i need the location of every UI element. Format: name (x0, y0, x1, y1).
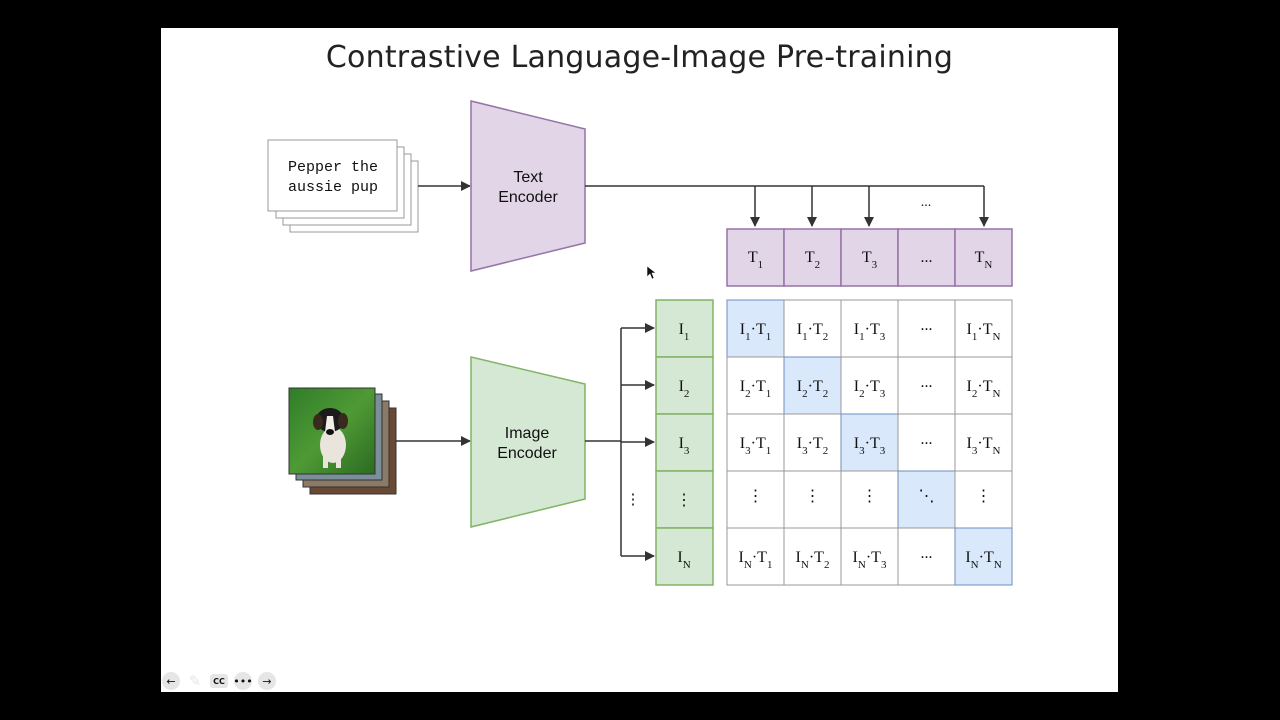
matrix-cell (840, 527, 899, 586)
matrix-cell-label: IN·T1 (739, 549, 773, 571)
image-embedding-cell (655, 299, 714, 358)
text-encoder-label-line2: Encoder (498, 189, 558, 206)
text-input-line2: aussie pup (288, 179, 378, 196)
text-embedding-label: ... (921, 249, 933, 266)
similarity-matrix: I1·T1 I1·T2 I1·T3... I1·TN I2·T1 I2·T2 I2·T3..… (726, 299, 1013, 586)
text-encoder: Text Encoder (470, 100, 586, 272)
matrix-cell-label: IN·TN (965, 549, 1001, 571)
image-embedding-cell (655, 356, 714, 415)
matrix-cell-label: I1·T1 (740, 321, 771, 343)
image-embedding-cell (655, 470, 714, 529)
text-embedding-cell (954, 228, 1013, 287)
matrix-horizontal-ellipsis: ... (921, 317, 933, 334)
matrix-cell (954, 470, 1013, 529)
more-icon[interactable]: ••• (233, 672, 253, 690)
matrix-cell-diagonal (954, 527, 1013, 586)
matrix-cell (783, 527, 842, 586)
side-ellipsis: ⋮ (626, 492, 641, 508)
text-embedding-label: T1 (748, 249, 763, 271)
image-embedding-label: IN (677, 549, 690, 571)
matrix-cell (783, 299, 842, 358)
pen-icon[interactable]: ✎ (188, 672, 202, 690)
matrix-cell-label: I3·T1 (740, 435, 771, 457)
text-encoder-label-line1: Text (513, 169, 543, 186)
matrix-cell-label: IN·T3 (853, 549, 887, 571)
matrix-vertical-ellipsis: ⋮ (976, 488, 992, 505)
matrix-cell (840, 356, 899, 415)
image-encoder-label-line1: Image (505, 425, 550, 442)
matrix-cell (954, 413, 1013, 472)
matrix-cell-label: I1·T2 (797, 321, 828, 343)
matrix-cell-diagonal (840, 413, 899, 472)
cc-icon[interactable]: CC (210, 674, 228, 688)
matrix-cell-label: I3·T2 (797, 435, 828, 457)
image-embedding-label: ⋮ (676, 492, 692, 509)
matrix-cell-diagonal (897, 470, 956, 529)
matrix-cell-label: I2·TN (967, 378, 1001, 400)
text-embedding-label: T2 (805, 249, 820, 271)
matrix-horizontal-ellipsis: ... (921, 545, 933, 562)
slide-controls: ← ✎ CC ••• → (162, 671, 276, 691)
image-broadcast-arrows: ⋮ (585, 323, 655, 561)
matrix-cell-label: I1·T3 (854, 321, 886, 343)
matrix-cell-label: I3·T3 (854, 435, 886, 457)
matrix-cell (897, 413, 956, 472)
text-embedding-label: T3 (862, 249, 878, 271)
matrix-cell (726, 413, 785, 472)
matrix-cell-label: I2·T3 (854, 378, 886, 400)
matrix-cell-label: I1·TN (967, 321, 1001, 343)
matrix-horizontal-ellipsis: ... (921, 431, 933, 448)
image-input-stack (288, 387, 397, 495)
image-encoder: Image Encoder (470, 356, 586, 528)
text-embedding-cell (840, 228, 899, 287)
top-ellipsis: ... (921, 195, 932, 210)
image-embedding-cell (655, 527, 714, 586)
text-input-line1: Pepper the (288, 159, 378, 176)
matrix-vertical-ellipsis: ⋮ (862, 488, 878, 505)
text-embeddings-row: T1 T2 T3... TN (726, 228, 1013, 287)
image-embedding-label: I1 (679, 321, 690, 343)
matrix-cell (840, 470, 899, 529)
matrix-cell-label: I2·T1 (740, 378, 771, 400)
matrix-horizontal-ellipsis: ... (921, 374, 933, 391)
text-broadcast-arrows: ... (585, 185, 989, 227)
matrix-cell (726, 470, 785, 529)
back-icon[interactable]: ← (162, 672, 180, 690)
text-embedding-cell (897, 228, 956, 287)
matrix-cell (897, 356, 956, 415)
slide-title: Contrastive Language-Image Pre-training (325, 40, 954, 75)
image-embedding-cell (655, 413, 714, 472)
mouse-cursor-icon (646, 265, 657, 280)
matrix-cell-label: I3·TN (967, 435, 1001, 457)
matrix-vertical-ellipsis: ⋮ (748, 488, 764, 505)
matrix-cell-label: IN·T2 (796, 549, 830, 571)
text-embedding-cell (726, 228, 785, 287)
matrix-cell-label: I2·T2 (797, 378, 828, 400)
matrix-cell (897, 299, 956, 358)
image-encoder-label-line2: Encoder (497, 445, 557, 462)
text-embedding-label: TN (975, 249, 993, 271)
image-embedding-label: I3 (679, 435, 690, 457)
matrix-cell-diagonal (726, 299, 785, 358)
text-input-stack: Pepper the aussie pup (267, 139, 419, 233)
matrix-diagonal-ellipsis: ⋱ (919, 488, 935, 505)
matrix-cell (954, 299, 1013, 358)
matrix-cell (897, 527, 956, 586)
image-embedding-label: I2 (679, 378, 690, 400)
dog-icon (313, 408, 348, 468)
forward-icon[interactable]: → (258, 672, 276, 690)
matrix-vertical-ellipsis: ⋮ (805, 488, 821, 505)
